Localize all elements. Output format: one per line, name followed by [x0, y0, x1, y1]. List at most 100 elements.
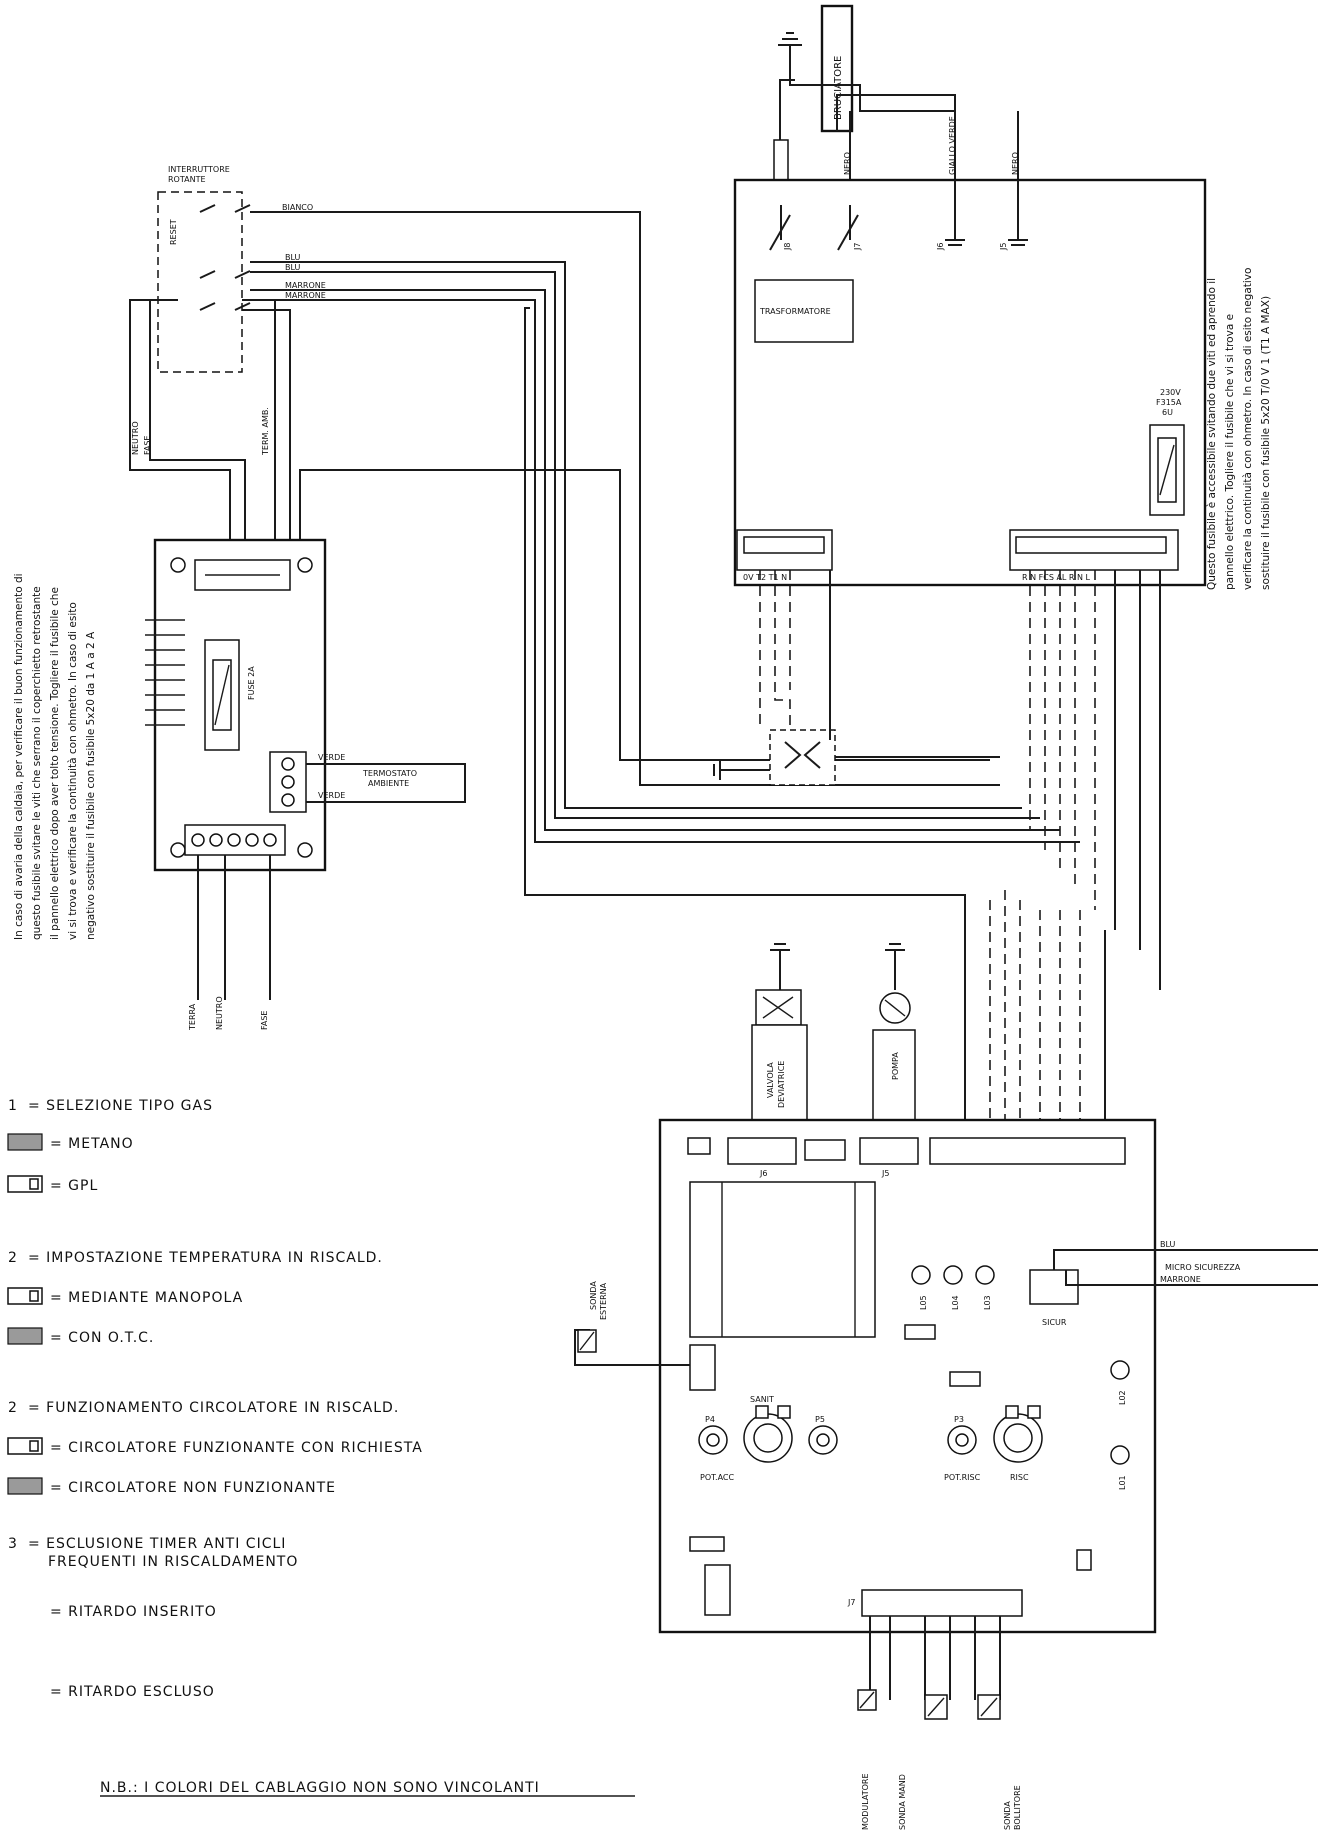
wire-label-marrone: MARRONE	[285, 281, 326, 290]
sonda-esterna-label-1: SONDA	[589, 1281, 598, 1310]
led-l01-label: L01	[1118, 1475, 1127, 1490]
termostato-label-1: TERMOSTATO	[362, 769, 417, 778]
p3-label: P3	[954, 1415, 964, 1424]
fuse-note-right-line-1: Questo fusibile è accessibile svitando d…	[1206, 278, 1218, 590]
wire-label-marrone-2: MARRONE	[285, 291, 326, 300]
fuse-note-right-line-2: pannello elettrico. Togliere il fusibile…	[1224, 314, 1236, 590]
electrode-j8: J8	[769, 205, 792, 251]
risc-label: RISC	[1010, 1473, 1029, 1482]
j7-lower-label: J7	[847, 1598, 855, 1607]
wire-label-fase: FASE	[143, 436, 152, 455]
sonda-mand-label: SONDA MAND	[898, 1774, 907, 1830]
fuse-main-6u: 6U	[1162, 408, 1173, 417]
valvola-label-1: VALVOLA	[766, 1062, 775, 1098]
sonda-bollitore: SONDA BOLLITORE	[977, 1694, 1022, 1830]
aux-fuse-label: FUSE 2A	[247, 666, 256, 700]
modulatore-label: MODULATORE	[861, 1773, 870, 1830]
sonda-bollitore-label-1: SONDA	[1003, 1801, 1012, 1830]
pot-acc-label: POT.ACC	[700, 1473, 735, 1482]
led-l01: L01	[1110, 1445, 1130, 1490]
pin-header	[145, 619, 185, 726]
wire-label-verde: VERDE	[318, 753, 345, 762]
led-l04-label: L04	[951, 1295, 960, 1310]
wire-label-nero-2: NERO	[1011, 152, 1020, 175]
micro-wire-marrone: MARRONE	[1160, 1275, 1201, 1284]
lower-control-board: J6 J5 SICUR L05 L04 L03 L02 L01	[658, 1118, 1157, 1634]
reset-label: RESET	[169, 219, 178, 245]
fuse-note-left-line-2: questo fusibile svitare le viti che serr…	[31, 586, 43, 940]
ground-icon	[778, 32, 802, 75]
p4-label: P4	[705, 1415, 715, 1424]
micro-wire-blu: BLU	[1160, 1240, 1176, 1249]
power-terminal	[184, 824, 286, 856]
connector-right: R N FCS AL R N L	[1009, 529, 1179, 582]
p5-label: P5	[815, 1415, 825, 1424]
legend-item-otc: = CON O.T.C.	[50, 1330, 154, 1346]
j5-lower-label: J5	[881, 1169, 889, 1178]
wire-label-blu: BLU	[285, 253, 301, 262]
sonda-mandata: SONDA MAND	[898, 1694, 948, 1830]
wire-label-term-amb: TERM. AMB.	[261, 407, 270, 456]
fuse-main-f315a: F315A	[1156, 398, 1182, 407]
sanit-label: SANIT	[750, 1395, 774, 1404]
legend-item-ritardo-inserito: = RITARDO INSERITO	[50, 1604, 217, 1620]
trasformatore: TRASFORMATORE	[754, 279, 854, 343]
sonda-esterna: SONDA ESTERNA	[574, 1281, 690, 1366]
legend-code-3: 2	[8, 1400, 18, 1416]
sonda-esterna-label-2: ESTERNA	[599, 1282, 608, 1320]
wire-label-bianco: BIANCO	[282, 203, 313, 212]
wire-label-verde-2: VERDE	[318, 791, 345, 800]
aux-fuse: FUSE 2A	[204, 639, 256, 751]
connector-left: 0V T2 T1 N	[736, 529, 833, 582]
risc-knob[interactable]	[993, 1405, 1043, 1463]
fuse-note-left-line-4: vi si trova e verificare la continuità c…	[67, 602, 79, 940]
interruttore-rotante: INTERRUTTORE ROTANTE RESET	[157, 165, 251, 373]
legend-item-funzionamento: = FUNZIONAMENTO CIRCOLATORE IN RISCALD.	[28, 1400, 399, 1416]
j5-label: J5	[999, 243, 1008, 251]
connector-left-pins: 0V T2 T1 N	[743, 573, 787, 582]
wire-label-nero: NERO	[843, 152, 852, 175]
legend-item-metano: = METANO	[50, 1136, 134, 1152]
legend-item-ritardo-escluso: = RITARDO ESCLUSO	[50, 1684, 215, 1700]
led-l03-label: L03	[983, 1295, 992, 1310]
pot-p4[interactable]: P4	[698, 1415, 728, 1455]
legend-code-1: 1	[8, 1098, 18, 1114]
sanit-knob[interactable]: SANIT	[743, 1395, 793, 1463]
led-l04: L04	[943, 1265, 963, 1310]
modulatore: MODULATORE	[857, 1689, 877, 1830]
fuse-note-right-line-3: verificare la continuità con ohmetro. In…	[1242, 268, 1254, 590]
legend-code-4: 3	[8, 1536, 18, 1552]
ground-icon: J6	[936, 180, 965, 251]
pot-p5[interactable]: P5	[808, 1415, 838, 1455]
main-fuse: 230V F315A 6U	[1149, 388, 1185, 516]
wire-label-blu-2: BLU	[285, 263, 301, 272]
termostato-label-2: AMBIENTE	[368, 779, 409, 788]
main-control-board: J8 J7 J6 J5 TRASFORMATORE	[733, 178, 1207, 587]
thermostat-terminal	[269, 751, 307, 813]
micro-sicurezza-label: MICRO SICUREZZA	[1165, 1263, 1241, 1272]
legend-item-frequenti: FREQUENTI IN RISCALDAMENTO	[48, 1554, 298, 1570]
fuse-note-left-line-3: il pannello elettrico dopo aver tolto te…	[49, 587, 61, 940]
fuse-main-230v: 230V	[1160, 388, 1181, 397]
bruciatore-label: BRUCIATORE	[833, 56, 844, 120]
led-l03: L03	[975, 1265, 995, 1310]
wire-label-giallo-verde: GIALLO VERDE	[948, 116, 957, 175]
wire-label-neutro: NEUTRO	[131, 421, 140, 455]
pot-p3[interactable]: P3	[947, 1415, 977, 1455]
valvola-label-2: DEVIATRICE	[777, 1061, 786, 1108]
relay	[769, 729, 836, 786]
power-label-neutro: NEUTRO	[215, 996, 224, 1030]
interruttore-label-2: ROTANTE	[168, 175, 206, 184]
fuse-note-right-line-4: sostituire il fusibile con fusibile 5x20…	[1260, 296, 1272, 590]
legend-item-selezione: = SELEZIONE TIPO GAS	[28, 1098, 213, 1114]
legend-item-esclusione: = ESCLUSIONE TIMER ANTI CICLI	[28, 1536, 286, 1552]
j8-label: J8	[783, 243, 792, 251]
led-l05-label: L05	[919, 1295, 928, 1310]
ground-icon	[713, 760, 770, 780]
power-label-fase: FASE	[260, 1011, 269, 1030]
led-l05: L05	[911, 1265, 931, 1310]
legend-item-con-richiesta: = CIRCOLATORE FUNZIONANTE CON RICHIESTA	[50, 1440, 423, 1456]
electrode-j7: J7	[837, 205, 862, 251]
legend-item-impostazione: = IMPOSTAZIONE TEMPERATURA IN RISCALD.	[28, 1250, 383, 1266]
